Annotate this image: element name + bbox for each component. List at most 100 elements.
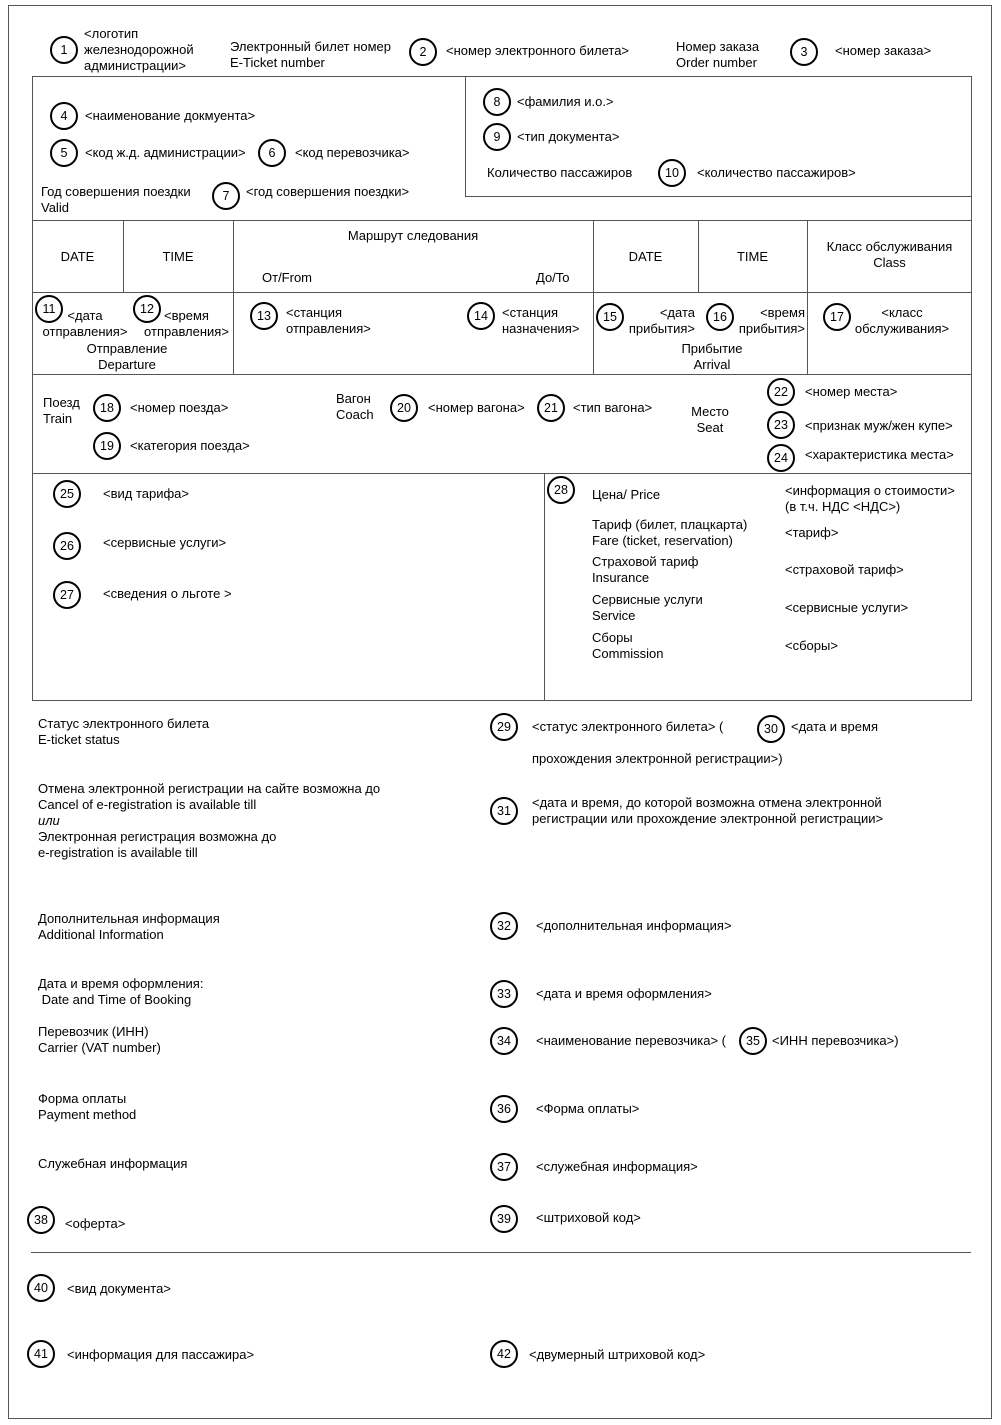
- fare-value: <тариф>: [785, 525, 839, 540]
- marker-22: 22: [767, 378, 795, 406]
- train-label: Поезд Train: [43, 395, 80, 426]
- seat-number: <номер места>: [805, 384, 898, 399]
- arrival-time-value: <время прибытия>: [738, 305, 805, 336]
- departure-date-value: <дата отправления>: [42, 308, 128, 339]
- marker-38: 38: [27, 1206, 55, 1234]
- departure-label: Отправление Departure: [86, 341, 168, 372]
- fare-type: <вид тарифа>: [103, 486, 190, 501]
- marker-3: 3: [790, 38, 818, 66]
- cancel-registration-label-ru: Отмена электронной регистрации на сайте …: [38, 781, 381, 796]
- document-kind-value: <вид документа>: [67, 1281, 171, 1296]
- departure-time-value: <время отправления>: [144, 308, 229, 339]
- additional-info-value: <дополнительная информация>: [536, 918, 732, 933]
- booking-datetime-value: <дата и время оформления>: [536, 986, 712, 1001]
- benefit-info: <сведения о льготе >: [103, 586, 232, 601]
- train-category: <категория поезда>: [130, 438, 250, 453]
- marker-42: 42: [490, 1340, 518, 1368]
- marker-14: 14: [467, 302, 495, 330]
- document-name: <наименование докмуента>: [85, 108, 256, 123]
- passenger-info-value: <информация для пассажира>: [67, 1347, 255, 1362]
- price-value: <информация о стоимости> (в т.ч. НДС <НД…: [785, 483, 955, 514]
- marker-18: 18: [93, 394, 121, 422]
- marker-13: 13: [250, 302, 278, 330]
- marker-41: 41: [27, 1340, 55, 1368]
- barcode-value: <штриховой код>: [536, 1210, 641, 1225]
- marker-35: 35: [739, 1027, 767, 1055]
- service-info-label: Служебная информация: [38, 1156, 188, 1171]
- carrier-vat-value: <ИНН перевозчика>): [772, 1033, 899, 1048]
- departure-station: <станция отправления>: [286, 305, 371, 336]
- class-value: <класс обслуживания>: [854, 305, 950, 336]
- offer-value: <оферта>: [65, 1216, 126, 1231]
- payment-method-value: <Форма оплаты>: [536, 1101, 640, 1116]
- booking-datetime-label: Дата и время оформления: Date and Time o…: [38, 976, 204, 1007]
- seat-label: Место Seat: [691, 404, 729, 435]
- to-header: До/To: [536, 270, 570, 285]
- route-header: Маршрут следования: [347, 228, 479, 243]
- marker-40: 40: [27, 1274, 55, 1302]
- document-type: <тип документа>: [517, 129, 620, 144]
- marker-25: 25: [53, 480, 81, 508]
- marker-5: 5: [50, 139, 78, 167]
- fare-label: Тариф (билет, плацкарта) Fare (ticket, r…: [592, 517, 748, 548]
- carrier-code: <код перевозчика>: [295, 145, 410, 160]
- marker-15: 15: [596, 303, 624, 331]
- marker-37: 37: [490, 1153, 518, 1181]
- trip-year-label: Год совершения поездки Valid: [41, 184, 191, 215]
- tariff-block: [32, 473, 972, 701]
- marker-6: 6: [258, 139, 286, 167]
- service-info-value: <служебная информация>: [536, 1159, 698, 1174]
- train-number: <номер поезда>: [130, 400, 229, 415]
- order-number-value: <номер заказа>: [835, 43, 932, 58]
- ticket-number-label: Электронный билет номер E-Ticket number: [230, 39, 392, 70]
- marker-24: 24: [767, 444, 795, 472]
- marker-34: 34: [490, 1027, 518, 1055]
- marker-23: 23: [767, 411, 795, 439]
- marker-28: 28: [547, 476, 575, 504]
- registration-datetime-value-cont: прохождения электронной регистрации>): [532, 751, 783, 766]
- marker-16: 16: [706, 303, 734, 331]
- service-fee-value: <сервисные услуги>: [785, 600, 909, 615]
- ticket-status-label: Статус электронного билета E-ticket stat…: [38, 716, 210, 747]
- coach-label: Вагон Coach: [336, 391, 374, 422]
- commission-value: <сборы>: [785, 638, 838, 653]
- passenger-count-value: <количество пассажиров>: [697, 165, 856, 180]
- marker-12: 12: [133, 295, 161, 323]
- trip-year-value: <год совершения поездки>: [246, 184, 410, 199]
- marker-21: 21: [537, 394, 565, 422]
- marker-39: 39: [490, 1205, 518, 1233]
- cancel-registration-label-en: Cancel of e-registration is available ti…: [38, 797, 257, 812]
- 2d-barcode-value: <двумерный штриховой код>: [529, 1347, 706, 1362]
- payment-method-label: Форма оплаты Payment method: [38, 1091, 137, 1122]
- marker-20: 20: [390, 394, 418, 422]
- marker-27: 27: [53, 581, 81, 609]
- or-label: или: [38, 813, 60, 828]
- arrival-date-header: DATE: [628, 249, 663, 264]
- passenger-count-label: Количество пассажиров: [487, 165, 633, 180]
- services: <сервисные услуги>: [103, 535, 227, 550]
- arrival-time-header: TIME: [736, 249, 769, 264]
- registration-datetime-value: <дата и время: [791, 719, 878, 734]
- coach-type: <тип вагона>: [573, 400, 653, 415]
- railway-code: <код ж.д. администрации>: [85, 145, 246, 160]
- marker-29: 29: [490, 713, 518, 741]
- divider: [31, 1252, 971, 1253]
- marker-4: 4: [50, 102, 78, 130]
- seat-characteristic: <характеристика места>: [805, 447, 954, 462]
- registration-available-label-ru: Электронная регистрация возможна до: [38, 829, 277, 844]
- carrier-label: Перевозчик (ИНН) Carrier (VAT number): [38, 1024, 161, 1055]
- price-label: Цена/ Price: [592, 487, 661, 502]
- marker-31: 31: [490, 797, 518, 825]
- marker-17: 17: [823, 303, 851, 331]
- registration-available-label-en: e-registration is available till: [38, 845, 198, 860]
- marker-36: 36: [490, 1095, 518, 1123]
- insurance-label: Страховой тариф Insurance: [592, 554, 699, 585]
- departure-time-header: TIME: [162, 249, 194, 264]
- from-header: От/From: [262, 270, 313, 285]
- registration-deadline-value: <дата и время, до которой возможна отмен…: [532, 795, 884, 826]
- ticket-form: 1 <логотип железнодорожной администрации…: [8, 5, 992, 1419]
- marker-1: 1: [50, 36, 78, 64]
- carrier-name-value: <наименование перевозчика> (: [536, 1033, 726, 1048]
- marker-7: 7: [212, 182, 240, 210]
- insurance-value: <страховой тариф>: [785, 562, 904, 577]
